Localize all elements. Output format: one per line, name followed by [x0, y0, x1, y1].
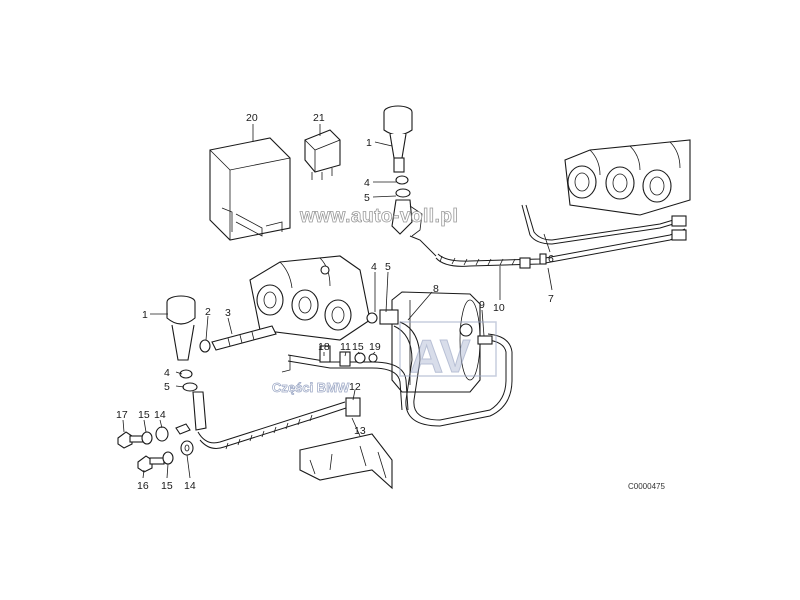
- callout-12: 12: [349, 381, 361, 393]
- watermark-brand-text: Części BMW: [272, 380, 350, 395]
- callout-11: 11: [340, 341, 351, 353]
- callout-4-mid: 4: [371, 261, 377, 273]
- callout-7: 7: [548, 293, 554, 305]
- callout-20: 20: [246, 112, 258, 124]
- callout-1-upper: 1: [366, 137, 372, 149]
- lower-manifold-part: [249, 255, 371, 341]
- upper-damper-part: [383, 105, 423, 237]
- callout-16: 16: [137, 480, 149, 492]
- leader-lines: [122, 124, 553, 479]
- seal-and-pipe-part: [199, 325, 277, 353]
- callout-2: 2: [205, 306, 211, 318]
- fasteners-part: [117, 423, 194, 473]
- valve-body-part: [391, 291, 481, 393]
- callout-5-upper: 5: [364, 192, 370, 204]
- callout-15-left: 15: [138, 409, 150, 421]
- callout-17: 17: [116, 409, 128, 421]
- watermark-site-text: www.auto-voll.pl: [299, 206, 458, 227]
- callout-3: 3: [225, 307, 231, 319]
- upper-fuel-lines: [409, 204, 687, 269]
- callout-14-left: 14: [154, 409, 166, 421]
- callout-14-bottom: 14: [184, 480, 196, 492]
- callout-18: 18: [318, 341, 330, 353]
- callout-labels: 20 21 1 4 5 6 7 10 4 5 8 9 1 2 3 18 11 1…: [116, 112, 554, 492]
- watermark-logo-letters: AV: [410, 330, 471, 382]
- callout-6: 6: [548, 253, 554, 265]
- callout-13: 13: [354, 425, 366, 437]
- diagram-code: C0000475: [628, 482, 665, 491]
- upper-manifold-part: [564, 139, 691, 216]
- callout-15-mid: 15: [352, 341, 364, 353]
- lower-fuel-lines: [197, 309, 513, 450]
- lower-damper-part: [166, 295, 207, 431]
- callout-19: 19: [369, 341, 381, 353]
- callout-8: 8: [433, 283, 439, 295]
- bracket-part: [299, 433, 393, 490]
- callout-10: 10: [493, 302, 505, 314]
- callout-21: 21: [313, 112, 325, 124]
- relay-part: [304, 129, 341, 180]
- callout-5-lower: 5: [164, 381, 170, 393]
- watermark-logo: AV: [399, 321, 497, 383]
- callout-5-mid: 5: [385, 261, 391, 273]
- callout-1-lower: 1: [142, 309, 148, 321]
- watermark: www.auto-voll.pl AV Części BMW: [272, 206, 497, 395]
- callout-9: 9: [479, 299, 485, 311]
- callout-4-upper: 4: [364, 177, 370, 189]
- callout-4-lower: 4: [164, 367, 170, 379]
- control-unit-part: [209, 137, 291, 241]
- callout-15-bottom: 15: [161, 480, 173, 492]
